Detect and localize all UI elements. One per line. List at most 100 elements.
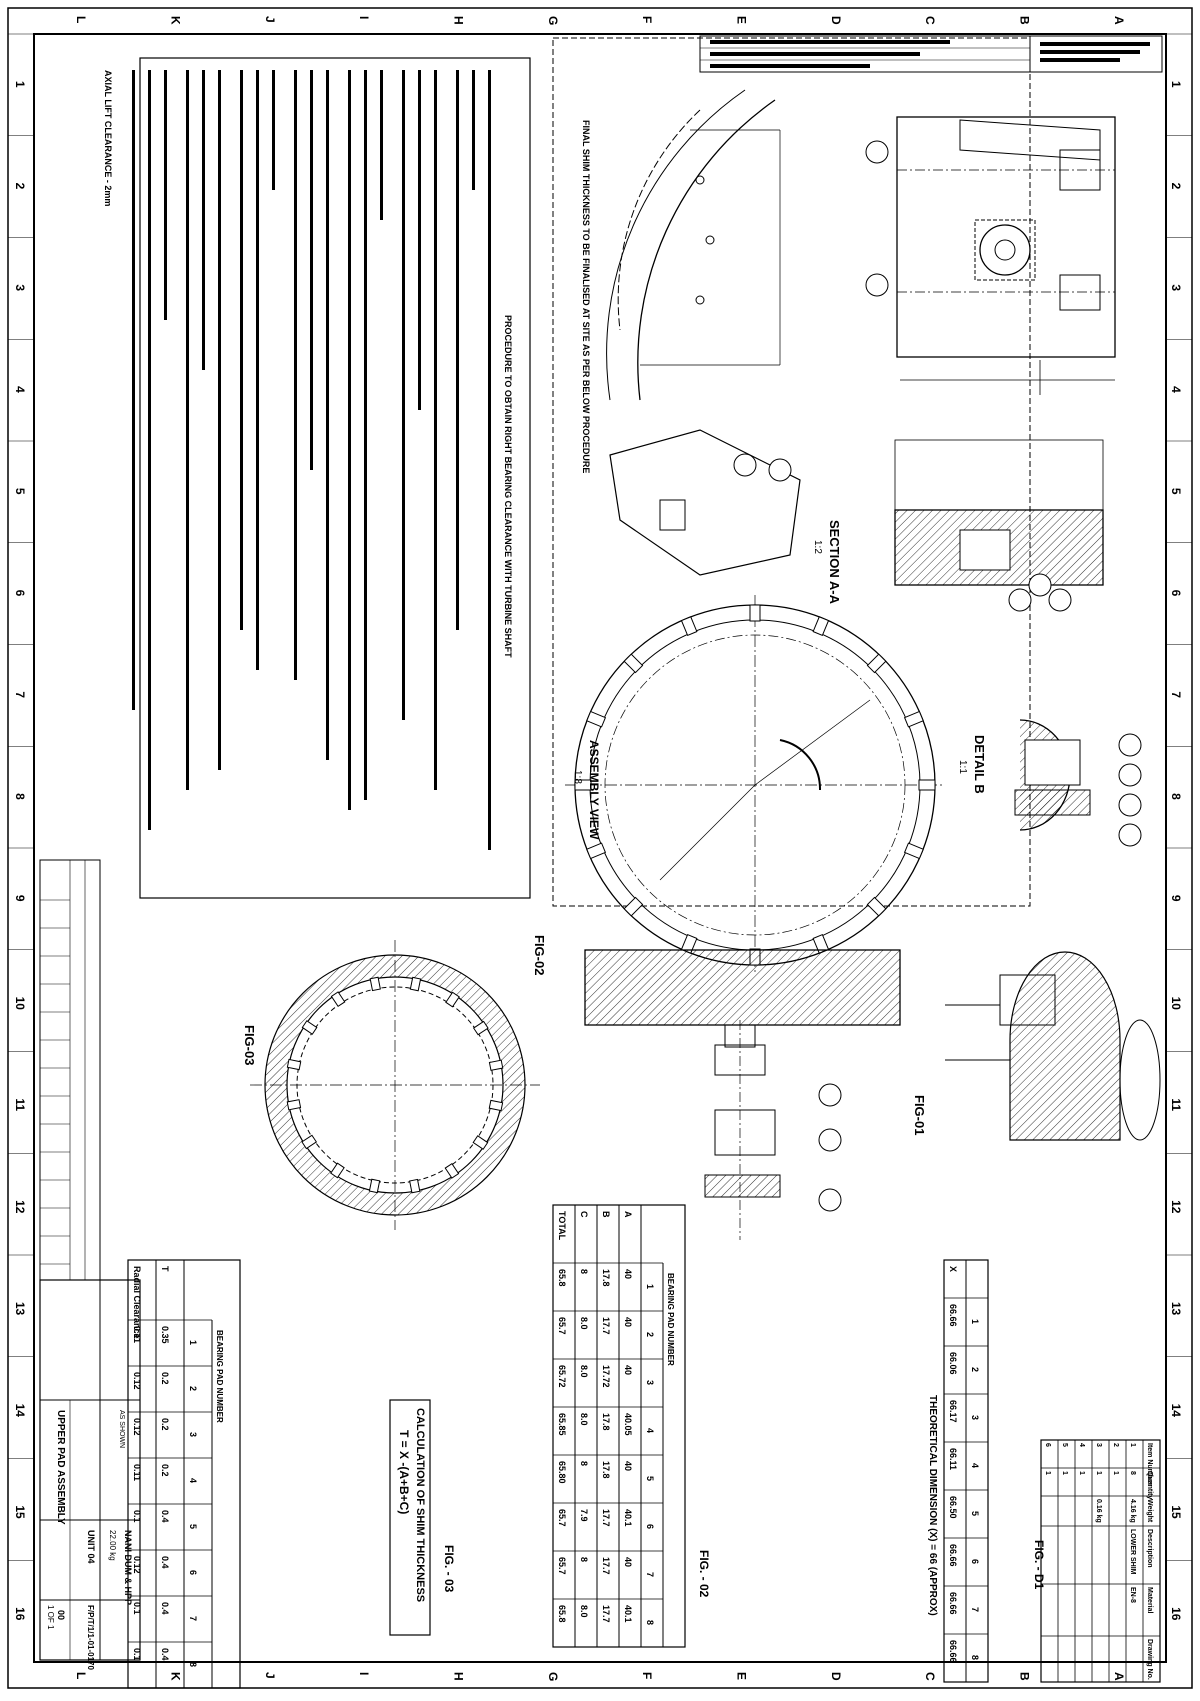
border-number: 11 [1169, 1098, 1183, 1111]
parts-list-cell: 1 [1129, 1443, 1136, 1447]
fig02-cell: 40 [623, 1365, 633, 1375]
fig03-cell: 0.4 [160, 1556, 170, 1569]
fig03-cell: 0.11 [132, 1326, 142, 1343]
ring-pad [472, 1135, 489, 1150]
border-letter: I [357, 16, 371, 19]
parts-list-cell: 1 [1078, 1471, 1085, 1475]
fig-d1-col-label: 6 [970, 1559, 980, 1564]
fig03-col-label: 3 [188, 1432, 198, 1437]
fig-d1-title: FIG. - D1 [1032, 1540, 1046, 1590]
parts-list-cell: 1 [1061, 1471, 1068, 1475]
fig03-header: BEARING PAD NUMBER [215, 1330, 224, 1423]
border-number: 1 [13, 81, 27, 88]
bearing-arc-segment [606, 89, 781, 401]
shaft-detail-view [945, 951, 1161, 1141]
views-frame [552, 37, 1031, 907]
fig03-row-label: Radial Clearance [132, 1266, 142, 1339]
detail-b-label: DETAIL B [972, 735, 987, 794]
border-number: 6 [1169, 590, 1183, 597]
fig02-table: BEARING PAD NUMBER12345678A40404040.0540… [552, 1204, 686, 1648]
title-name: UPPER PAD ASSEMBLY [55, 1410, 66, 1525]
ring-pad [488, 1099, 504, 1112]
procedure-text-line [148, 70, 151, 830]
fig02-col-label: 4 [645, 1428, 655, 1433]
procedure-text-line [202, 70, 205, 370]
title-scale: AS SHOWN [118, 1410, 125, 1448]
parts-list-cell: 2 [1112, 1443, 1119, 1447]
formula-box [389, 1399, 431, 1636]
fig02-cell: 17.72 [601, 1365, 611, 1388]
fig03-col-label: 6 [188, 1570, 198, 1575]
fig03-col-label: 5 [188, 1524, 198, 1529]
procedure-text-line [272, 70, 275, 190]
title-drawing-no: F/P/T/1/1-01-0170 [86, 1605, 95, 1670]
section-aa-label: SECTION A-A [827, 520, 842, 605]
parts-list-cell: 5 [1061, 1443, 1068, 1447]
border-number: 11 [13, 1098, 27, 1111]
assembly-pad [623, 653, 644, 674]
fig01-label: FIG-01 [912, 1095, 927, 1135]
parts-list-table: Item NumberQuantityWeightDescriptionMate… [1040, 1439, 1161, 1683]
fig03-cell: 0.35 [160, 1326, 170, 1344]
border-letter: C [923, 1672, 937, 1681]
parts-list-cell: LOWER SHIM [1129, 1529, 1136, 1575]
procedure-text-line [380, 70, 383, 220]
fig-d1-col-label: 5 [970, 1511, 980, 1516]
assembly-view [565, 595, 945, 975]
border-number: 14 [1169, 1404, 1183, 1418]
border-letter: F [640, 1672, 654, 1679]
border-number: 16 [1169, 1607, 1183, 1621]
ring-pad [286, 1058, 302, 1071]
fig02-col-label: 7 [645, 1572, 655, 1577]
border-number: 16 [13, 1607, 27, 1621]
axial-lift-note: AXIAL LIFT CLEARANCE - 2mm [103, 70, 113, 206]
ring-pad [369, 976, 381, 992]
border-letter: I [357, 1672, 371, 1675]
border-letter: K [169, 16, 183, 25]
revision-block [39, 859, 101, 1281]
ring-pad [445, 991, 460, 1008]
fig03-col-label: 7 [188, 1616, 198, 1621]
procedure-text-line [240, 70, 243, 630]
parts-list-cell: Item Number [1146, 1443, 1153, 1486]
border-letter: B [1018, 16, 1032, 25]
fig03-cell: 0.4 [160, 1648, 170, 1661]
border-number: 7 [1169, 691, 1183, 698]
fig-d1-col-label: 3 [970, 1415, 980, 1420]
ring-pad [409, 976, 422, 992]
border-letter: J [263, 1672, 277, 1679]
border-number: 3 [13, 284, 27, 291]
procedure-text-line [310, 70, 313, 470]
assembly-pad [866, 653, 887, 674]
fig02-cell: 65.8 [557, 1605, 567, 1623]
fig02-cell: 8.0 [579, 1365, 589, 1378]
procedure-text-line [326, 70, 329, 760]
parts-list-cell: Description [1146, 1529, 1153, 1568]
ring-pad [301, 1134, 318, 1150]
fig02-cell: 40 [623, 1557, 633, 1567]
fig02-col-label: 3 [645, 1380, 655, 1385]
procedure-text-line [472, 70, 475, 190]
border-number: 12 [1169, 1200, 1183, 1214]
assembly-pad [680, 616, 698, 637]
procedure-text-line [364, 70, 367, 800]
fig02-cell: 65.80 [557, 1461, 567, 1484]
fig-d1-col-label: 1 [970, 1319, 980, 1324]
border-number: 4 [1169, 386, 1183, 393]
fig02-cell: 40 [623, 1269, 633, 1279]
fig02-row-label: B [601, 1211, 611, 1218]
title-project: NANI DUM & HPP [123, 1530, 133, 1605]
parts-list-cell: Quantity [1146, 1471, 1153, 1499]
fig03-cell: 0.1 [132, 1602, 142, 1615]
fig03-cell: 0.4 [160, 1510, 170, 1523]
fig03-col-label: 1 [188, 1340, 198, 1345]
border-letter: E [735, 1672, 749, 1680]
ring-pad [330, 991, 346, 1008]
fig-d1-cell: 66.17 [948, 1400, 958, 1423]
fig02-cell: 65.72 [557, 1365, 567, 1388]
procedure-text-line [402, 70, 405, 720]
border-number: 8 [1169, 793, 1183, 800]
parts-list-cell: Material [1146, 1587, 1153, 1614]
